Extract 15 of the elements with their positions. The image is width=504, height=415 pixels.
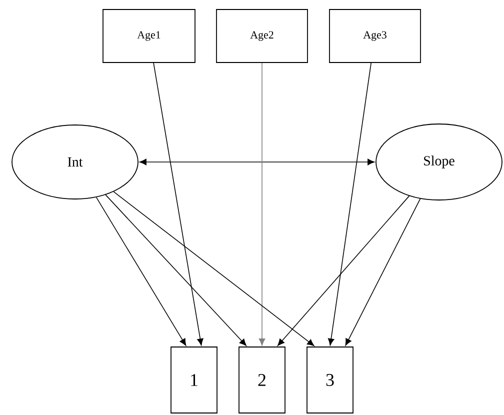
arrow bbox=[345, 198, 421, 346]
arrow bbox=[96, 196, 186, 346]
variable-box: Age2 bbox=[216, 9, 308, 63]
indicator-box: 1 bbox=[170, 346, 218, 414]
arrow bbox=[105, 194, 246, 346]
arrow bbox=[258, 62, 266, 346]
indicator-box: 2 bbox=[238, 346, 286, 414]
variable-box: Age1 bbox=[102, 9, 196, 63]
arrow bbox=[153, 62, 204, 346]
arrow bbox=[113, 191, 314, 346]
arrow bbox=[278, 196, 410, 346]
indicator-box: 3 bbox=[306, 346, 354, 414]
arrow bbox=[328, 62, 372, 346]
variable-box: Age3 bbox=[329, 9, 421, 63]
arrow bbox=[139, 158, 375, 166]
